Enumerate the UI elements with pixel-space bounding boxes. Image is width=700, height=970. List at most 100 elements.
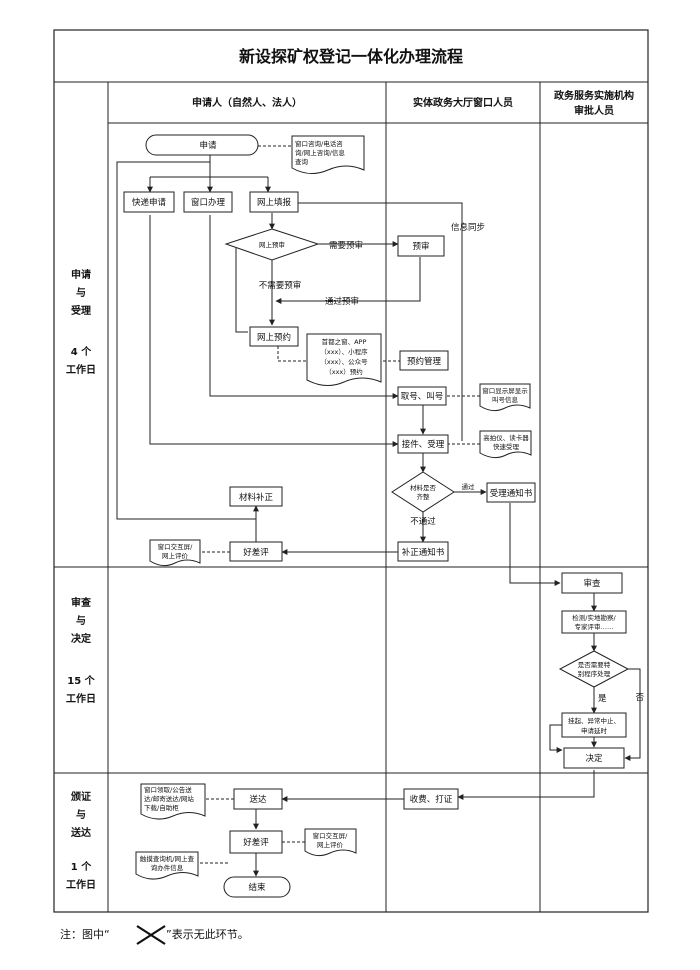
node-reserve-mgmt-text: 预约管理 bbox=[407, 356, 442, 367]
node-archive: 触摸查询机/网上查 询办件信息 bbox=[135, 851, 199, 880]
node-end-text: 结束 bbox=[248, 882, 266, 893]
phase-1-line-1: 申请 bbox=[71, 268, 91, 281]
phase-2-days-1: 15 个 bbox=[67, 674, 95, 687]
node-pre-review-decision: 网上预审 bbox=[224, 228, 320, 261]
node-archive-text-1: 触摸查询机/网上查 bbox=[140, 854, 195, 863]
node-queue-text: 取号、叫号 bbox=[401, 391, 444, 402]
node-fee-text: 收费、打证 bbox=[410, 794, 453, 805]
node-supplement-notice-text: 补正通知书 bbox=[402, 547, 445, 558]
node-suspend: 挂起、异常中止、 申请延时 bbox=[561, 712, 627, 738]
node-rating-2-channels-2: 网上评价 bbox=[317, 840, 344, 849]
node-consult-text-3: 查询 bbox=[295, 157, 309, 166]
node-consult-text-2: 询/网上咨询/信息 bbox=[295, 148, 345, 157]
node-deliver-text: 送达 bbox=[249, 794, 267, 805]
node-special-decision-2: 别程序处理 bbox=[578, 669, 611, 678]
node-inspect: 检测/实地勘察/ 专家评审…… bbox=[561, 610, 627, 634]
node-online: 网上填报 bbox=[249, 191, 299, 213]
node-reserve-mgmt: 预约管理 bbox=[399, 350, 449, 371]
node-pre-review-decision-text: 网上预审 bbox=[259, 240, 285, 249]
column-header-window: 实体政务大厅窗口人员 bbox=[413, 96, 513, 109]
node-rating-1-channels-2: 网上评价 bbox=[162, 551, 189, 560]
phase-3-label: 颁证 与 送达 1 个 工作日 bbox=[66, 790, 96, 891]
node-deliver-channels: 窗口领取/公告送 达/邮寄送达/网站 下载/自助柜 bbox=[140, 783, 206, 820]
node-special-decision-1: 是否需要特 bbox=[578, 660, 611, 669]
node-decide: 决定 bbox=[563, 747, 625, 769]
node-rating-1: 好差评 bbox=[229, 541, 283, 562]
node-fee: 收费、打证 bbox=[403, 788, 459, 810]
footer-note-suffix: ”表示无此环节。 bbox=[166, 927, 249, 941]
phase-1-label: 申请 与 受理 4 个 工作日 bbox=[66, 268, 96, 376]
node-screen: 窗口显示屏显示 叫号信息 bbox=[479, 383, 531, 412]
label-need-pre: 需要预审 bbox=[329, 240, 363, 251]
node-review-text: 审查 bbox=[583, 578, 601, 589]
label-not-pass: 不通过 bbox=[410, 516, 436, 527]
node-reserve-channels-2: （xxx）、小程序 bbox=[320, 347, 368, 356]
node-suspend-text-2: 申请延时 bbox=[581, 726, 608, 735]
column-header-applicant: 申请人（自然人、法人） bbox=[192, 96, 302, 109]
node-fast-apply: 快递申请 bbox=[123, 191, 175, 213]
footer-note: 注：图中“ ”表示无此环节。 bbox=[60, 925, 249, 945]
node-complete-decision: 材料是否 齐整 bbox=[391, 471, 455, 513]
phase-3-days-1: 1 个 bbox=[71, 860, 92, 873]
node-scan: 高拍仪、读卡器 快速受理 bbox=[479, 430, 532, 459]
node-scan-text-1: 高拍仪、读卡器 bbox=[483, 433, 529, 442]
phase-3-line-1: 颁证 bbox=[71, 790, 91, 803]
node-window: 窗口办理 bbox=[183, 191, 233, 213]
node-complete-decision-2: 齐整 bbox=[417, 492, 431, 501]
node-end: 结束 bbox=[223, 876, 291, 898]
phase-3-days-2: 工作日 bbox=[66, 878, 96, 891]
node-archive-text-2: 询办件信息 bbox=[151, 863, 184, 872]
phase-3-line-2: 与 bbox=[76, 808, 86, 821]
node-inspect-text-2: 专家评审…… bbox=[575, 622, 614, 631]
node-suspend-text-1: 挂起、异常中止、 bbox=[568, 716, 620, 725]
table-frame bbox=[53, 29, 649, 913]
connectors bbox=[116, 145, 641, 877]
node-rating-1-text: 好差评 bbox=[243, 547, 269, 558]
node-screen-text-1: 窗口显示屏显示 bbox=[482, 386, 528, 395]
node-online-reserve: 网上预约 bbox=[249, 326, 299, 347]
node-deliver-channels-2: 达/邮寄送达/网站 bbox=[144, 794, 194, 803]
node-rating-2-text: 好差评 bbox=[243, 837, 269, 848]
column-header-approver-1: 政务服务实施机构 bbox=[554, 89, 634, 102]
label-no: 否 bbox=[635, 693, 644, 703]
node-rating-2-channels-1: 窗口交互屏/ bbox=[313, 831, 349, 840]
phase-1-days-2: 工作日 bbox=[66, 363, 96, 376]
node-accept-notice-text: 受理通知书 bbox=[490, 488, 533, 499]
node-complete-decision-1: 材料是否 bbox=[410, 483, 437, 492]
node-deliver: 送达 bbox=[233, 788, 283, 810]
node-deliver-channels-3: 下载/自助柜 bbox=[144, 803, 179, 812]
node-supplement-notice: 补正通知书 bbox=[397, 541, 449, 562]
node-supplement-text: 材料补正 bbox=[239, 492, 274, 503]
phase-2-label: 审查 与 决定 15 个 工作日 bbox=[66, 596, 96, 705]
node-apply: 申请 bbox=[145, 134, 259, 156]
node-review: 审查 bbox=[561, 572, 623, 594]
phase-2-line-1: 审查 bbox=[71, 596, 92, 609]
phase-2-line-2: 与 bbox=[76, 614, 86, 627]
node-window-text: 窗口办理 bbox=[191, 197, 226, 208]
phase-2-days-2: 工作日 bbox=[66, 692, 96, 705]
node-supplement: 材料补正 bbox=[229, 486, 283, 507]
node-pre-review: 预审 bbox=[397, 235, 445, 257]
label-yes: 是 bbox=[598, 694, 607, 704]
node-consult-text-1: 窗口咨询/电话咨 bbox=[295, 139, 343, 148]
phase-2-line-3: 决定 bbox=[71, 632, 91, 645]
phase-3-line-3: 送达 bbox=[70, 826, 91, 839]
column-header-approver-2: 审批人员 bbox=[574, 104, 614, 117]
node-deliver-channels-1: 窗口领取/公告送 bbox=[144, 785, 192, 794]
node-reserve-channels-4: （xxx）预约 bbox=[325, 367, 363, 376]
node-receive: 接件、受理 bbox=[397, 434, 449, 454]
label-pass: 通过 bbox=[462, 482, 476, 491]
node-online-text: 网上填报 bbox=[257, 197, 292, 208]
label-info-sync: 信息同步 bbox=[451, 222, 485, 233]
footer-note-prefix: 注：图中“ bbox=[60, 927, 110, 941]
node-rating-2-channels: 窗口交互屏/ 网上评价 bbox=[304, 828, 357, 857]
label-pass-pre: 通过预审 bbox=[325, 296, 359, 307]
phase-1-line-3: 受理 bbox=[71, 304, 91, 317]
node-reserve-channels-3: （xxx）、公众号 bbox=[320, 358, 368, 366]
node-decide-text: 决定 bbox=[585, 753, 603, 764]
node-queue: 取号、叫号 bbox=[397, 386, 447, 406]
node-pre-review-text: 预审 bbox=[412, 241, 429, 252]
node-apply-text: 申请 bbox=[199, 140, 217, 151]
